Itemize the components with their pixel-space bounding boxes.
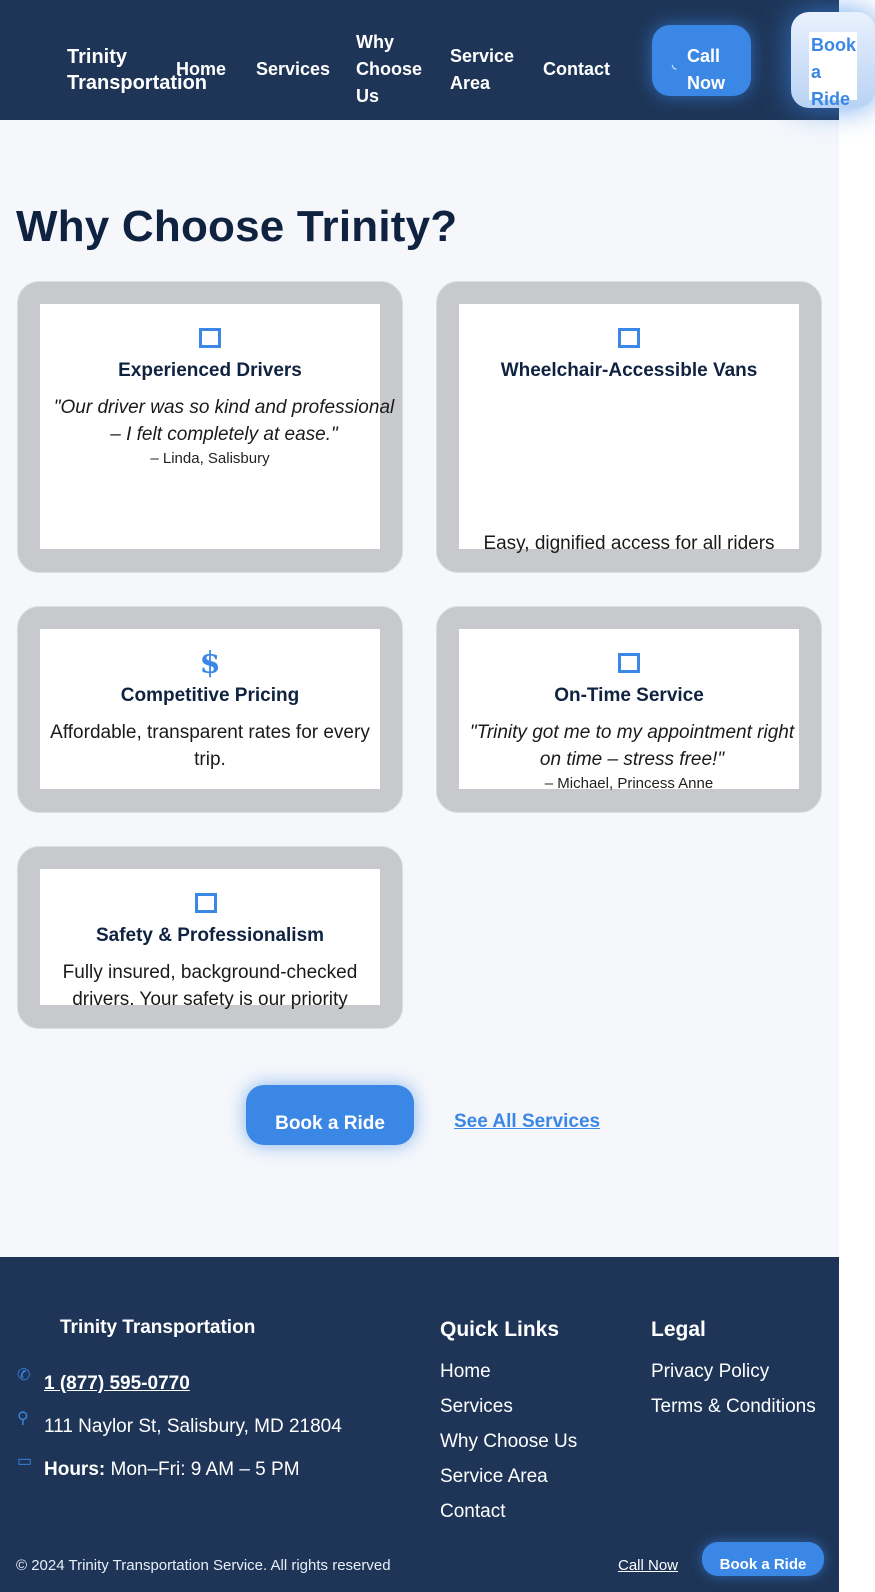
footer-link-why-choose-us[interactable]: Why Choose Us — [440, 1431, 578, 1452]
nav-why-choose-us[interactable]: Why Choose Us — [356, 32, 423, 106]
nav-services[interactable]: Services — [256, 59, 331, 79]
card-description: Fully insured, background-checked driver… — [62, 962, 358, 1010]
nav-service-area[interactable]: Service Area — [450, 46, 515, 93]
card-title: Safety & Professionalism — [95, 925, 325, 946]
quick-links-title: Quick Links — [440, 1318, 560, 1341]
feature-card-competitive-pricing: $ Competitive Pricing Affordable, transp… — [17, 606, 403, 813]
footer-link-privacy[interactable]: Privacy Policy — [651, 1361, 770, 1382]
square-icon — [618, 653, 640, 673]
hours-label: Hours: — [44, 1459, 106, 1480]
card-testimonial-author: – Michael, Princess Anne — [544, 775, 714, 792]
feature-card-experienced-drivers: Experienced Drivers "Our driver was so k… — [17, 281, 403, 573]
card-testimonial: "Trinity got me to my appointment right … — [469, 722, 795, 770]
card-description: Affordable, transparent rates for every … — [50, 722, 370, 770]
copyright-text: © 2024 Trinity Transportation Service. A… — [16, 1557, 391, 1574]
section-title: Why Choose Trinity? — [16, 202, 458, 251]
square-icon — [199, 328, 221, 348]
book-ride-button-header[interactable]: Book a Ride — [791, 12, 875, 108]
call-now-button[interactable]: ◟ Call Now — [652, 25, 751, 96]
site-header: Trinity Transportation Home Services Why… — [0, 0, 875, 120]
nav-contact[interactable]: Contact — [543, 59, 610, 79]
square-icon — [618, 328, 640, 348]
feature-card-on-time-service: On-Time Service "Trinity got me to my ap… — [436, 606, 822, 813]
phone-icon: ◟ — [672, 59, 677, 71]
legal-title: Legal — [651, 1318, 706, 1341]
card-title: Competitive Pricing — [120, 685, 300, 706]
footer-address: 111 Naylor St, Salisbury, MD 21804 — [44, 1416, 342, 1437]
footer-link-contact[interactable]: Contact — [440, 1501, 506, 1522]
footer-call-now-link[interactable]: Call Now — [618, 1557, 679, 1574]
footer-hours: Hours: Mon–Fri: 9 AM – 5 PM — [44, 1459, 300, 1481]
clock-icon: ▭ — [17, 1453, 33, 1470]
dollar-icon: $ — [199, 646, 221, 681]
location-icon: ⚲ — [17, 1410, 29, 1427]
footer-link-services[interactable]: Services — [440, 1396, 513, 1417]
nav-home[interactable]: Home — [176, 59, 227, 79]
book-ride-button[interactable]: Book a Ride — [246, 1085, 414, 1145]
footer-link-service-area[interactable]: Service Area — [440, 1466, 548, 1487]
card-title: On-Time Service — [554, 685, 704, 706]
call-now-label: Call Now — [687, 46, 725, 93]
footer-link-home[interactable]: Home — [440, 1361, 491, 1382]
book-ride-label: Book a Ride — [809, 32, 857, 108]
see-all-services-link[interactable]: See All Services — [454, 1111, 601, 1132]
card-testimonial: "Our driver was so kind and professional… — [53, 397, 395, 445]
footer-brand: Trinity Transportation — [60, 1317, 256, 1338]
card-title: Wheelchair-Accessible Vans — [500, 360, 758, 381]
footer-link-terms[interactable]: Terms & Conditions — [651, 1396, 816, 1417]
square-icon — [195, 893, 217, 913]
phone-icon: ✆ — [17, 1367, 31, 1384]
footer-book-ride-button[interactable]: Book a Ride — [702, 1542, 824, 1576]
hours-value: Mon–Fri: 9 AM – 5 PM — [110, 1459, 300, 1480]
footer-phone-link[interactable]: 1 (877) 595-0770 — [44, 1373, 190, 1394]
card-testimonial-author: – Linda, Salisbury — [150, 450, 270, 467]
brand-logo[interactable]: Trinity Transportation — [67, 46, 208, 94]
site-footer: Trinity Transportation ✆ 1 (877) 595-077… — [0, 1257, 839, 1592]
feature-card-safety: Safety & Professionalism Fully insured, … — [17, 846, 403, 1029]
card-title: Experienced Drivers — [118, 360, 302, 381]
card-description: Easy, dignified access for all riders — [483, 533, 775, 554]
feature-card-wheelchair-vans: Wheelchair-Accessible Vans Easy, dignifi… — [436, 281, 822, 573]
